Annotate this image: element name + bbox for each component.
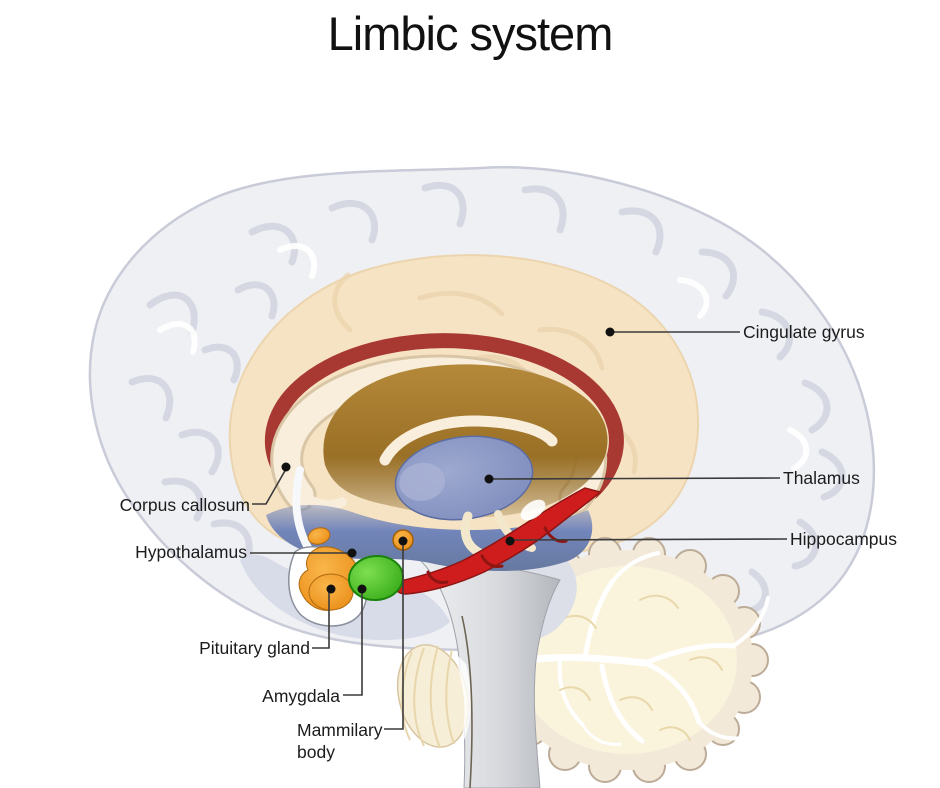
cerebellum-arbor-vitae [524, 551, 770, 746]
page-title: Limbic system [327, 7, 614, 60]
leader-dot-hippocampus [505, 536, 515, 546]
leader-line-thalamus [490, 477, 781, 480]
label-mammilary-body: Mammilary body [297, 720, 383, 762]
label-hippocampus: Hippocampus [790, 529, 897, 549]
label-thalamus: Thalamus [783, 468, 860, 488]
leader-dot-amygdala [357, 584, 367, 594]
septum-white-curve [292, 466, 314, 555]
hippocampus-band [395, 487, 602, 595]
leader-line-pituitary-gland [312, 592, 330, 649]
cerebellum-shape [485, 537, 770, 783]
label-corpus-callosum: Corpus callosum [119, 495, 250, 515]
brainstem-shape [418, 559, 561, 788]
leader-dots [281, 327, 615, 594]
thalamus-crescent [379, 415, 558, 466]
leader-dot-corpus-callosum [281, 462, 291, 472]
pons-shape [396, 615, 473, 788]
leader-dot-cingulate-gyrus [605, 327, 615, 337]
label-amygdala: Amygdala [262, 686, 340, 706]
thalamus-shape [394, 435, 534, 521]
leader-line-hippocampus [511, 538, 788, 541]
leader-line-corpus-callosum [252, 468, 287, 505]
label-cingulate-gyrus: Cingulate gyrus [743, 322, 865, 342]
leader-line-mammilary-body [384, 543, 404, 730]
brain-sulci [128, 181, 846, 616]
leader-dot-mammilary-body [398, 536, 408, 546]
leader-line-amygdala [343, 591, 363, 696]
fornix-arc [264, 333, 624, 500]
corpus-callosum-rostrum [295, 489, 347, 511]
brain-gyri-highlights [157, 243, 810, 471]
leader-dot-hypothalamus [347, 548, 357, 558]
leader-dot-pituitary-gland [326, 584, 336, 594]
anterior-commissure-shape [307, 527, 331, 545]
label-hypothalamus: Hypothalamus [135, 542, 247, 562]
label-pituitary-gland: Pituitary gland [199, 638, 310, 658]
leader-lines [250, 331, 788, 730]
leader-dot-thalamus [484, 474, 494, 484]
